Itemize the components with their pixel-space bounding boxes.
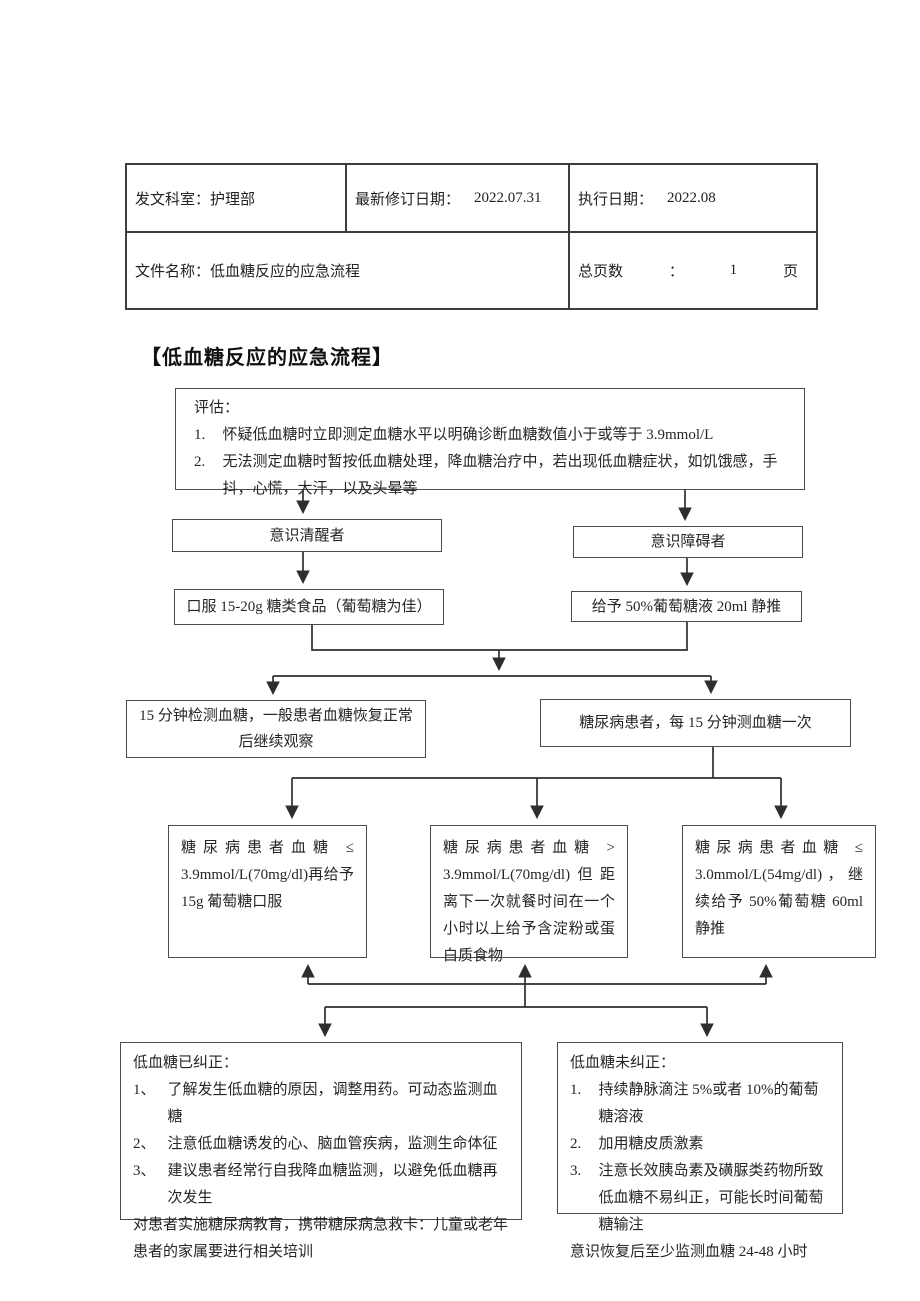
assessment-item: 1. 怀疑低血糖时立即测定血糖水平以明确诊断血糖数值小于或等于 3.9mmol/… <box>194 422 786 449</box>
iv-glucose-box: 给予 50%葡萄糖液 20ml 静推 <box>571 591 802 622</box>
uncorrected-box: 低血糖未纠正： 1. 持续静脉滴注 5%或者 10%的葡萄糖溶液 2. 加用糖皮… <box>557 1042 843 1260</box>
item-number: 1、 <box>133 1082 156 1098</box>
item-number: 2. <box>570 1136 582 1152</box>
item-text: 了解发生低血糖的原因，调整用药。可动态监测血糖 <box>167 1082 498 1125</box>
oral-glucose-box: 口服 15-20g 糖类食品（葡萄糖为佳） <box>174 589 444 625</box>
uncorrected-item: 3. 注意长效胰岛素及磺脲类药物所致低血糖不易纠正，可能长时间葡萄糖输注 <box>570 1158 830 1239</box>
item-text: 建议患者经常行自我降血糖监测，以避免低血糖再次发生 <box>167 1163 498 1206</box>
revision-date: 2022.07.31 <box>474 189 542 206</box>
pages-cell: 总页数 ： 1 页 <box>570 233 816 308</box>
item-number: 1. <box>194 427 206 443</box>
corrected-item: 2、 注意低血糖诱发的心、脑血管疾病，监测生命体征 <box>133 1131 509 1158</box>
uncorrected-footer: 意识恢复后至少监测血糖 24-48 小时 <box>570 1244 808 1260</box>
item-number: 1. <box>570 1082 582 1098</box>
corrected-item: 1、 了解发生低血糖的原因，调整用药。可动态监测血糖 <box>133 1077 509 1131</box>
pages-count: 1 <box>729 262 738 278</box>
header-table: 发文科室：护理部 最新修订日期： 2022.07.31 执行日期： 2022.0… <box>125 163 818 310</box>
item-text: 注意长效胰岛素及磺脲类药物所致低血糖不易纠正，可能长时间葡萄糖输注 <box>598 1163 824 1233</box>
dept-cell: 发文科室：护理部 <box>127 165 347 231</box>
header-table-row-2: 文件名称：低血糖反应的应急流程 总页数 ： 1 页 <box>127 233 816 308</box>
uncorrected-item: 2. 加用糖皮质激素 <box>570 1131 830 1158</box>
recheck-box: 15 分钟检测血糖，一般患者血糖恢复正常后继续观察 <box>126 700 426 758</box>
revision-cell: 最新修订日期： 2022.07.31 <box>347 165 570 231</box>
branch-glucose-verylow-box: 糖尿病患者血糖 ≤ 3.0mmol/L(54mg/dl)，继续给予 50%葡萄糖… <box>682 825 876 958</box>
dept-text: 发文科室：护理部 <box>135 191 256 208</box>
exec-date: 2022.08 <box>667 189 716 206</box>
assessment-box: 评估： 1. 怀疑低血糖时立即测定血糖水平以明确诊断血糖数值小于或等于 3.9m… <box>175 388 805 497</box>
pages-label: 总页数 <box>578 264 624 280</box>
corrected-footer: 对患者实施糖尿病教育，携带糖尿病急救卡：儿童或老年患者的家属要进行相关培训 <box>133 1217 509 1260</box>
item-number: 2. <box>194 454 206 470</box>
item-text: 无法测定血糖时暂按低血糖处理，降血糖治疗中，若出现低血糖症状，如饥饿感，手抖，心… <box>222 454 778 497</box>
item-number: 2、 <box>133 1136 156 1152</box>
item-text: 加用糖皮质激素 <box>598 1136 704 1152</box>
filename-cell: 文件名称：低血糖反应的应急流程 <box>127 233 570 308</box>
corrected-item: 3、 建议患者经常行自我降血糖监测，以避免低血糖再次发生 <box>133 1158 509 1212</box>
revision-label: 最新修订日期： <box>355 191 461 208</box>
branch-glucose-low-box: 糖尿病患者血糖 ≤ 3.9mmol/L(70mg/dl)再给予 15g 葡萄糖口… <box>168 825 367 958</box>
uncorrected-heading: 低血糖未纠正： <box>570 1055 676 1071</box>
page-title: 【低血糖反应的应急流程】 <box>141 347 393 369</box>
impaired-box: 意识障碍者 <box>573 526 803 558</box>
corrected-heading: 低血糖已纠正： <box>133 1055 239 1071</box>
header-table-row-1: 发文科室：护理部 最新修订日期： 2022.07.31 执行日期： 2022.0… <box>127 165 816 233</box>
exec-label: 执行日期： <box>578 191 654 208</box>
item-number: 3. <box>570 1163 582 1179</box>
item-text: 持续静脉滴注 5%或者 10%的葡萄糖溶液 <box>598 1082 819 1125</box>
assessment-heading: 评估： <box>194 400 240 416</box>
item-text: 怀疑低血糖时立即测定血糖水平以明确诊断血糖数值小于或等于 3.9mmol/L <box>222 427 714 443</box>
assessment-item: 2. 无法测定血糖时暂按低血糖处理，降血糖治疗中，若出现低血糖症状，如饥饿感，手… <box>194 449 786 503</box>
pages-colon: ： <box>668 264 684 280</box>
filename-text: 文件名称：低血糖反应的应急流程 <box>135 264 361 280</box>
item-text: 注意低血糖诱发的心、脑血管疾病，监测生命体征 <box>167 1136 498 1152</box>
uncorrected-item: 1. 持续静脉滴注 5%或者 10%的葡萄糖溶液 <box>570 1077 830 1131</box>
exec-cell: 执行日期： 2022.08 <box>570 165 816 231</box>
branch-glucose-above-box: 糖尿病患者血糖 > 3.9mmol/L(70mg/dl)但距离下一次就餐时间在一… <box>430 825 628 964</box>
diabetic-monitor-box: 糖尿病患者，每 15 分钟测血糖一次 <box>540 699 851 747</box>
corrected-box: 低血糖已纠正： 1、 了解发生低血糖的原因，调整用药。可动态监测血糖 2、 注意… <box>120 1042 522 1260</box>
item-number: 3、 <box>133 1163 156 1179</box>
pages-unit: 页 <box>782 264 798 280</box>
conscious-box: 意识清醒者 <box>172 519 442 552</box>
